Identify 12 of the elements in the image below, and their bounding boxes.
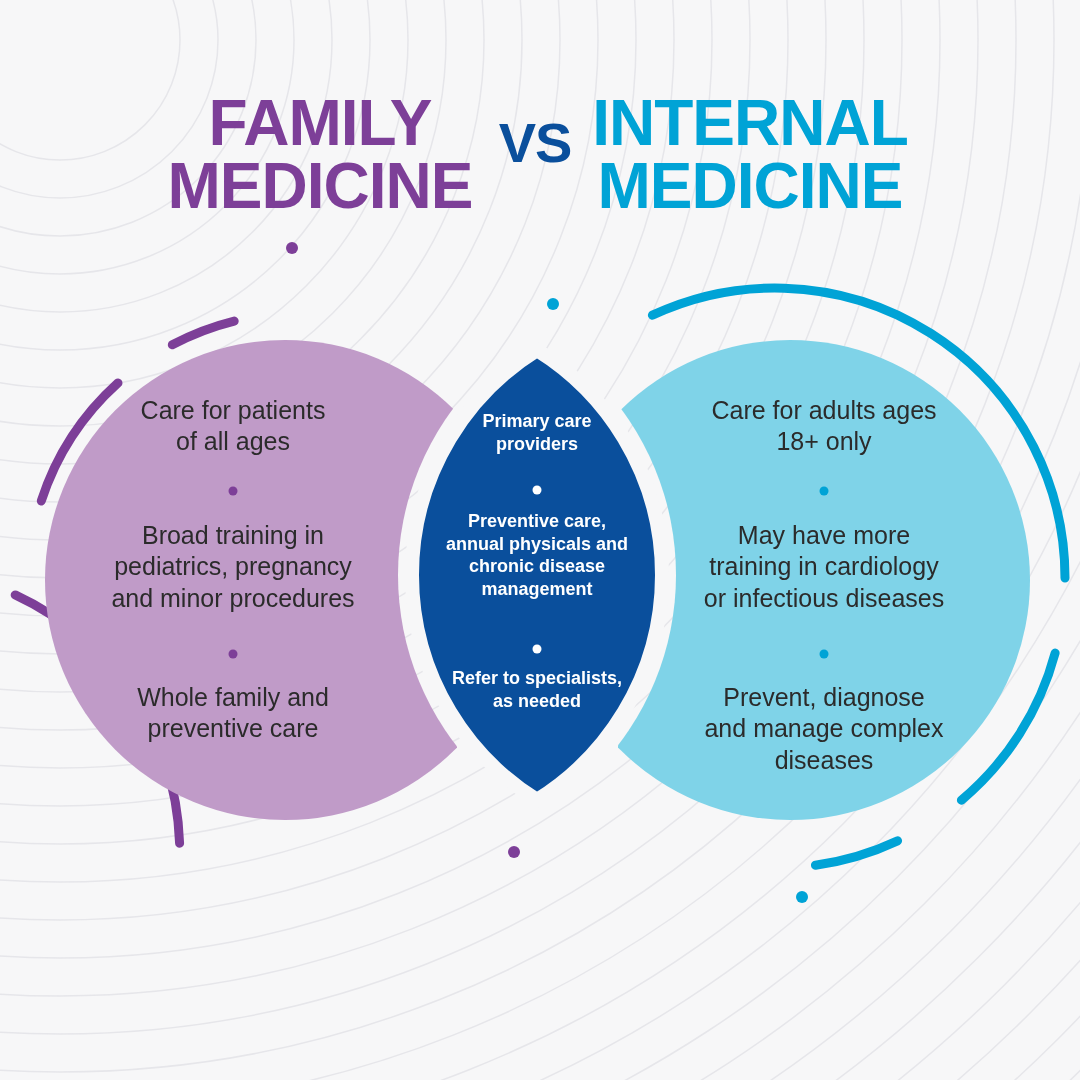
body-text: Care for patients of all ages	[139, 395, 327, 458]
heading: VS	[497, 116, 573, 171]
heading: INTERNAL MEDICINE	[591, 92, 909, 218]
body-text: Prevent, diagnose and manage complex diseases	[703, 682, 945, 776]
body-text: Broad training in pediatrics, pregnancy and minor procedures	[110, 520, 356, 614]
body-text: Refer to specialists, as needed	[450, 667, 624, 712]
heading: FAMILY MEDICINE	[166, 92, 474, 218]
body-text: Primary care providers	[481, 410, 593, 455]
body-text: Care for adults ages 18+ only	[710, 395, 938, 458]
body-text: Preventive care, annual physicals and chronic disease management	[444, 510, 630, 600]
body-text: Whole family and preventive care	[136, 682, 330, 745]
body-text: May have more training in cardiology or infectious diseases	[702, 520, 946, 614]
